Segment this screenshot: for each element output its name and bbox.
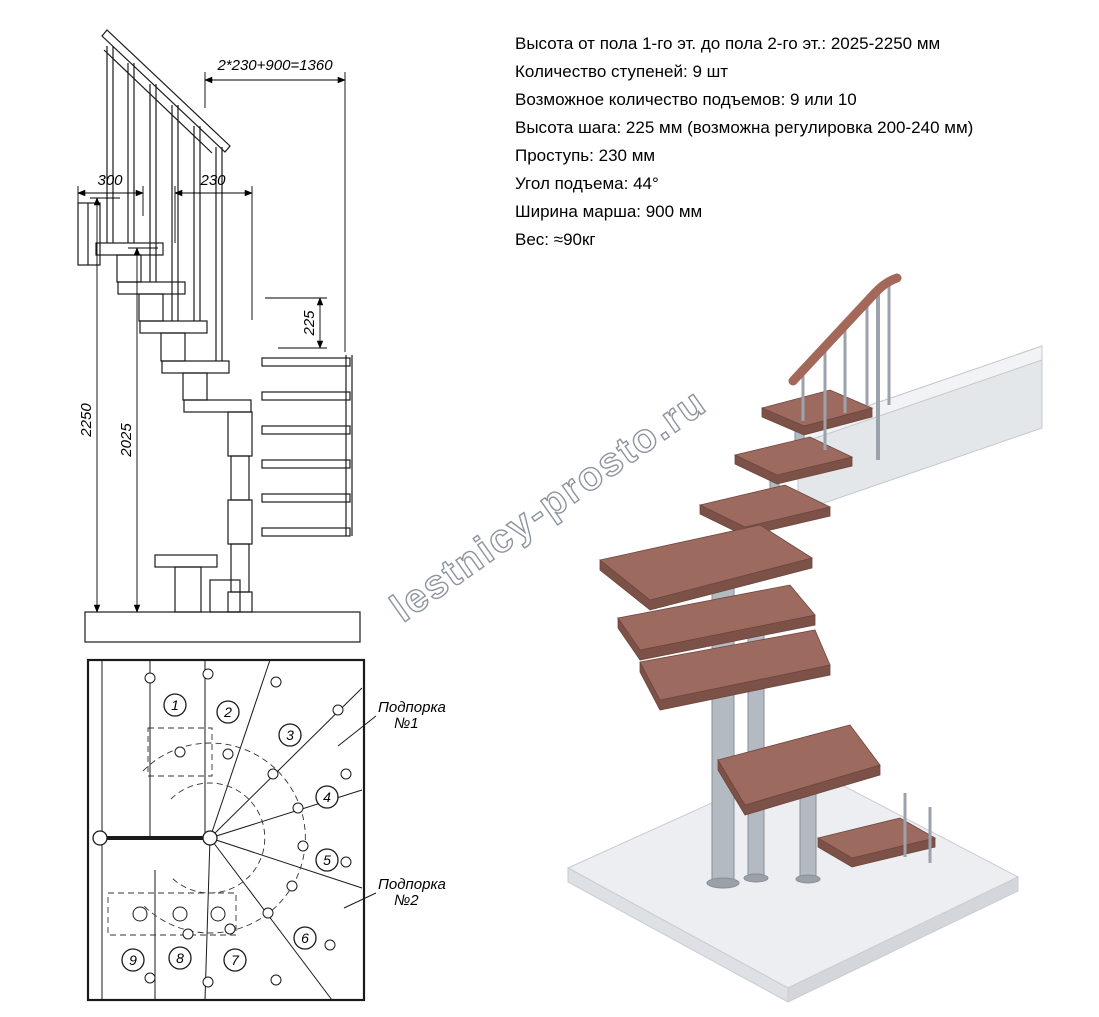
svg-text:3: 3 <box>286 727 294 743</box>
plan-structure <box>86 658 366 1002</box>
dim-225-label: 225 <box>301 310 318 337</box>
spec-line-height: Высота от пола 1-го эт. до пола 2-го эт.… <box>515 34 941 53</box>
dim-2025-label: 2025 <box>118 423 135 458</box>
svg-text:1: 1 <box>171 697 179 713</box>
step-number-4: 4 <box>315 785 339 809</box>
upper-landing-block <box>797 345 1043 513</box>
tread-8 <box>733 436 854 476</box>
svg-text:9: 9 <box>129 952 137 968</box>
ground-slab <box>84 611 361 643</box>
plan-callouts: Подпорка №1 Подпорка №2 <box>337 699 446 909</box>
callout-support2-line1: Подпорка <box>378 876 446 893</box>
callout-support1-line1: Подпорка <box>378 699 446 716</box>
tread-2 <box>717 724 881 806</box>
plan-outline <box>86 658 366 1002</box>
svg-text:7: 7 <box>231 952 240 968</box>
tread-7 <box>698 484 832 528</box>
plan-dashed-guides <box>107 727 306 936</box>
svg-text:8: 8 <box>176 950 184 966</box>
plan-drawing: 1 2 3 4 5 6 7 8 9 Подпорка №1 Подпорка №… <box>86 658 446 1002</box>
tread-5 <box>617 584 816 651</box>
step-number-6: 6 <box>293 926 317 950</box>
balusters <box>801 279 932 863</box>
dim-300-label: 300 <box>97 172 123 189</box>
callout-support1-line2: №1 <box>394 715 419 732</box>
step-number-7: 7 <box>223 948 247 972</box>
handrail <box>788 273 902 386</box>
svg-text:4: 4 <box>323 789 331 805</box>
dim-2250-label: 2250 <box>78 403 95 438</box>
dim-230-label: 230 <box>199 172 226 189</box>
render-3d <box>566 273 1043 1003</box>
step-number-2: 2 <box>216 700 240 724</box>
spec-line-weight: Вес: ≈90кг <box>515 230 596 249</box>
spec-line-steps: Количество ступеней: 9 шт <box>515 62 729 81</box>
spec-list: Высота от пола 1-го эт. до пола 2-го эт.… <box>515 30 1075 254</box>
svg-text:5: 5 <box>323 852 331 868</box>
spec-line-step-height: Высота шага: 225 мм (возможна регулировк… <box>515 118 974 137</box>
tread-6 <box>599 524 813 601</box>
tread-4 <box>639 629 831 701</box>
spec-line-tread: Проступь: 230 мм <box>515 146 656 165</box>
step-number-1: 1 <box>163 693 187 717</box>
tread-top-faces <box>599 389 937 859</box>
spec-line-width: Ширина марша: 900 мм <box>515 202 703 221</box>
dim-top-label: 2*230+900=1360 <box>216 57 333 74</box>
svg-text:2: 2 <box>223 704 232 720</box>
elevation-drawing: 2*230+900=1360 300 230 225 2250 2025 <box>77 29 361 643</box>
plan-step-numbers: 1 2 3 4 5 6 7 8 9 <box>121 693 339 972</box>
svg-text:6: 6 <box>301 930 309 946</box>
step-number-5: 5 <box>315 848 339 872</box>
elevation-dimensions <box>77 72 346 613</box>
step-number-3: 3 <box>278 723 302 747</box>
spec-line-rises: Возможное количество подъемов: 9 или 10 <box>515 90 857 109</box>
plan-posts <box>132 668 352 988</box>
spec-line-angle: Угол подъема: 44° <box>515 174 659 193</box>
step-number-8: 8 <box>168 946 192 970</box>
callout-support2-line2: №2 <box>394 892 419 909</box>
step-number-9: 9 <box>121 948 145 972</box>
